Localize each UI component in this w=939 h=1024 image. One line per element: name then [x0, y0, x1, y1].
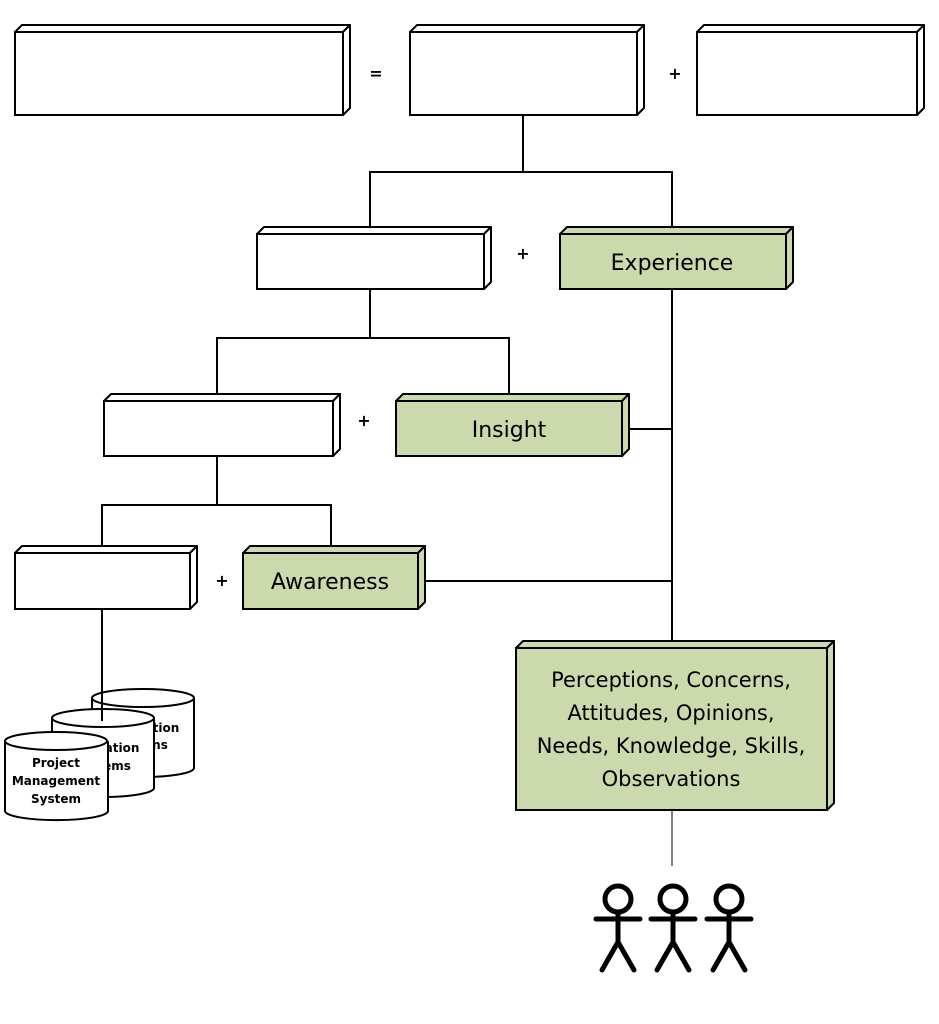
- people-group: [593, 883, 754, 973]
- plus-operator-level1: +: [516, 244, 529, 263]
- human-inputs-line1: Perceptions, Concerns,: [551, 668, 791, 692]
- database-1-label-line1: Project: [32, 756, 80, 770]
- database-3-label-line2: ns: [152, 738, 168, 752]
- database-3-label-line1: tion: [153, 721, 180, 735]
- level2-left-box: [103, 393, 341, 457]
- database-2-label-line2: ems: [103, 759, 131, 773]
- top-box-3: [696, 24, 925, 116]
- database-1-label-line2: Management: [12, 774, 101, 788]
- top-box-1: [14, 24, 351, 116]
- connector-l1-branch: [216, 337, 510, 400]
- experience-label: Experience: [611, 251, 734, 276]
- connectors: [101, 116, 673, 866]
- insight-box: Insight: [395, 393, 630, 457]
- stick-figure-icon: [648, 883, 698, 973]
- connector-l2-branch: [101, 504, 332, 553]
- plus-operator-level2: +: [357, 411, 370, 430]
- top-box-2: [409, 24, 645, 116]
- plus-operator-level3: +: [215, 571, 228, 590]
- stick-figure-icon: [593, 883, 643, 973]
- database-2-label-line1: ation: [105, 741, 140, 755]
- connector-top-branch: [369, 171, 673, 234]
- human-inputs-line4: Observations: [602, 767, 741, 791]
- plus-operator-top: +: [668, 64, 681, 83]
- awareness-label: Awareness: [271, 570, 389, 595]
- experience-box: Experience: [559, 226, 794, 290]
- level3-left-box: [14, 545, 198, 610]
- human-inputs-line2: Attitudes, Opinions,: [568, 701, 775, 725]
- database-project-management: Project Management System: [4, 731, 109, 822]
- stick-figure-icon: [704, 883, 754, 973]
- human-inputs-line3: Needs, Knowledge, Skills,: [537, 734, 806, 758]
- insight-label: Insight: [472, 418, 547, 443]
- awareness-box: Awareness: [242, 545, 426, 610]
- level1-left-box: [256, 226, 492, 290]
- equals-operator: =: [369, 64, 382, 83]
- database-1-label-line3: System: [31, 792, 81, 806]
- human-inputs-box: Perceptions, Concerns, Attitudes, Opinio…: [515, 640, 835, 811]
